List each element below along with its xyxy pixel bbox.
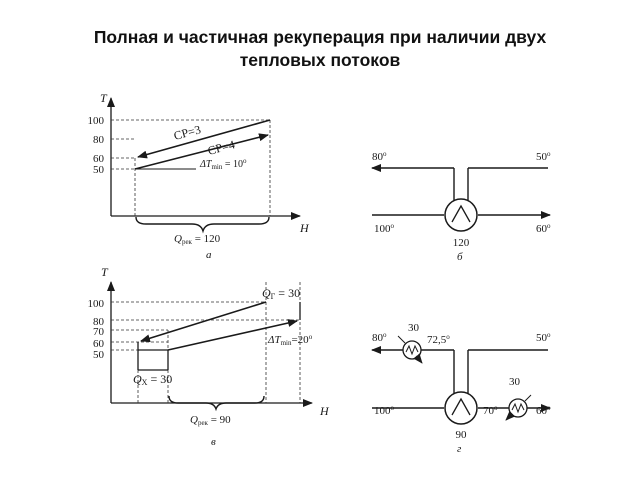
panel-b: 80о 50о 100о 60о 120 б — [371, 150, 551, 263]
heat-exchanger — [444, 198, 478, 232]
cold-stream-line — [167, 319, 298, 351]
recovery-label: Qрек = 120 — [174, 233, 221, 246]
cold-out-temp: 60о — [536, 404, 551, 417]
panel-c: T H 100 80 70 60 50 QГ = 30 ΔTmin=20о QХ… — [88, 265, 331, 448]
heat-exchanger-symbol — [451, 204, 471, 223]
cp-cold-label: CP=4 — [206, 137, 236, 158]
intermediate-temp: 72,5о — [427, 333, 450, 346]
panel-a: T H 100 80 60 50 CP=3 CP=4 ΔTmin = 10о Q… — [88, 91, 311, 261]
cp-hot-label: CP=3 — [172, 122, 202, 143]
hot-stream-line — [137, 119, 271, 159]
tick-80: 80 — [93, 316, 105, 328]
title-line-1: Полная и частичная рекуперация при налич… — [93, 27, 547, 47]
tick-70: 70 — [93, 326, 105, 338]
qx-label: QХ = 30 — [133, 372, 172, 387]
cold-in-temp: 50о — [536, 331, 551, 344]
y-axis-label: T — [100, 91, 108, 105]
cooler — [402, 340, 422, 360]
dtmin-label: ΔTmin = 10о — [199, 157, 247, 171]
panel-letter-b: б — [457, 251, 463, 263]
cold-out-temp: 60о — [536, 222, 551, 235]
heat-exchanger-symbol — [451, 397, 471, 416]
x-axis-label: H — [299, 221, 310, 235]
cooler-arrow — [413, 353, 423, 364]
panel-letter-d: г — [457, 443, 462, 455]
cold-intermediate-temp: 70о — [483, 404, 498, 417]
heater-symbol — [511, 402, 525, 414]
heater-duty: 30 — [509, 376, 521, 388]
panel-d: 80о 30 72,5о 50о 30 100о 70о 60о 90 г — [371, 322, 551, 455]
cooler-symbol — [405, 344, 419, 356]
hot-out-temp: 80о — [372, 150, 387, 163]
qg-label: QГ = 30 — [262, 286, 300, 301]
hot-in-temp: 100о — [374, 404, 395, 417]
heat-exchanger — [444, 391, 478, 425]
page-title: Полная и частичная рекуперация при налич… — [0, 26, 640, 72]
cold-stream-line — [134, 133, 269, 170]
hot-out-temp: 80о — [372, 331, 387, 344]
panel-letter-a: а — [206, 249, 212, 261]
tick-80: 80 — [93, 134, 105, 146]
exchanger-duty: 90 — [456, 429, 468, 441]
hot-in-temp: 100о — [374, 222, 395, 235]
y-axis-label: T — [101, 265, 109, 279]
recovery-label: Qрек = 90 — [190, 414, 231, 427]
heater — [508, 398, 528, 418]
cooler-duty: 30 — [408, 322, 420, 334]
cold-in-temp: 50о — [536, 150, 551, 163]
tick-60: 60 — [93, 338, 105, 350]
cooler-connector — [397, 335, 406, 344]
title-line-2: тепловых потоков — [239, 50, 401, 70]
panel-letter-c: в — [211, 436, 216, 448]
tick-50: 50 — [93, 349, 105, 361]
recovery-brace — [168, 395, 265, 412]
tick-100: 100 — [88, 115, 105, 127]
dtmin-label: ΔTmin=20о — [267, 333, 313, 347]
heater-connector — [524, 394, 532, 402]
recovery-brace — [135, 216, 270, 234]
exchanger-duty: 120 — [453, 237, 470, 249]
x-axis-label: H — [319, 404, 330, 418]
tick-60: 60 — [93, 153, 105, 165]
tick-50: 50 — [93, 164, 105, 176]
hot-stream-line — [140, 301, 267, 343]
tick-100: 100 — [88, 298, 105, 310]
heater-arrow — [505, 410, 516, 421]
